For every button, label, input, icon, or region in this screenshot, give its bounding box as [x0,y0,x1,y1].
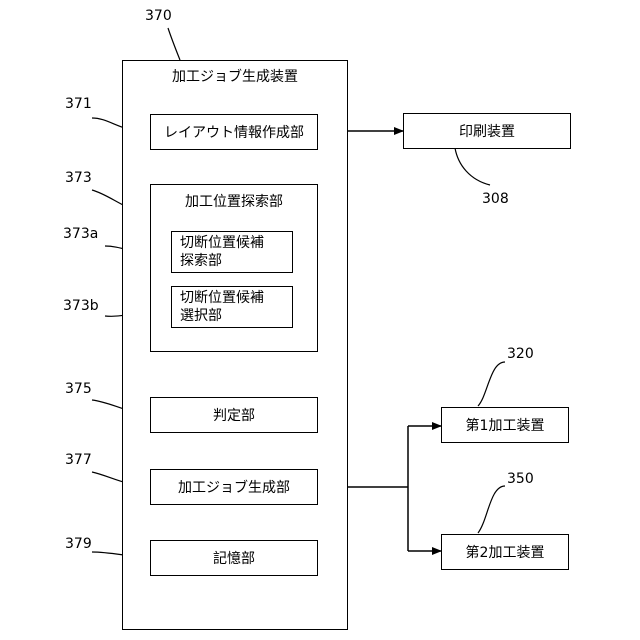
processor1-device: 第1加工装置 [441,407,569,443]
cut-select-unit: 切断位置候補 選択部 [171,286,293,328]
job-gen-label: 加工ジョブ生成部 [178,477,290,497]
ref-350: 350 [507,471,534,487]
cut-search-line2: 探索部 [180,252,222,270]
storage-unit: 記憶部 [150,540,318,576]
ref-373b: 373b [63,298,99,314]
storage-label: 記憶部 [213,548,255,568]
leader-308 [455,148,490,185]
cut-select-line1: 切断位置候補 [180,289,264,307]
ref-377: 377 [65,452,92,468]
judge-unit: 判定部 [150,397,318,433]
ref-308: 308 [482,191,509,207]
main-device-title: 加工ジョブ生成装置 [122,68,348,86]
cut-select-line2: 選択部 [180,307,222,325]
processor1-label: 第1加工装置 [466,415,545,435]
ref-320: 320 [507,346,534,362]
processor2-label: 第2加工装置 [466,542,545,562]
ref-370: 370 [145,8,172,24]
position-search-label: 加工位置探索部 [150,193,318,211]
ref-375: 375 [65,381,92,397]
job-gen-unit: 加工ジョブ生成部 [150,469,318,505]
ref-379: 379 [65,536,92,552]
cut-search-line1: 切断位置候補 [180,234,264,252]
leader-320 [478,362,505,406]
ref-371: 371 [65,96,92,112]
cut-search-unit: 切断位置候補 探索部 [171,231,293,273]
layout-info-label: レイアウト情報作成部 [164,122,304,142]
printer-device: 印刷装置 [403,113,571,149]
judge-label: 判定部 [213,405,255,425]
ref-373: 373 [65,170,92,186]
layout-info-unit: レイアウト情報作成部 [150,114,318,150]
ref-373a: 373a [63,226,98,242]
leader-350 [478,486,505,533]
processor2-device: 第2加工装置 [441,534,569,570]
leader-370 [168,28,180,60]
printer-label: 印刷装置 [459,121,515,141]
